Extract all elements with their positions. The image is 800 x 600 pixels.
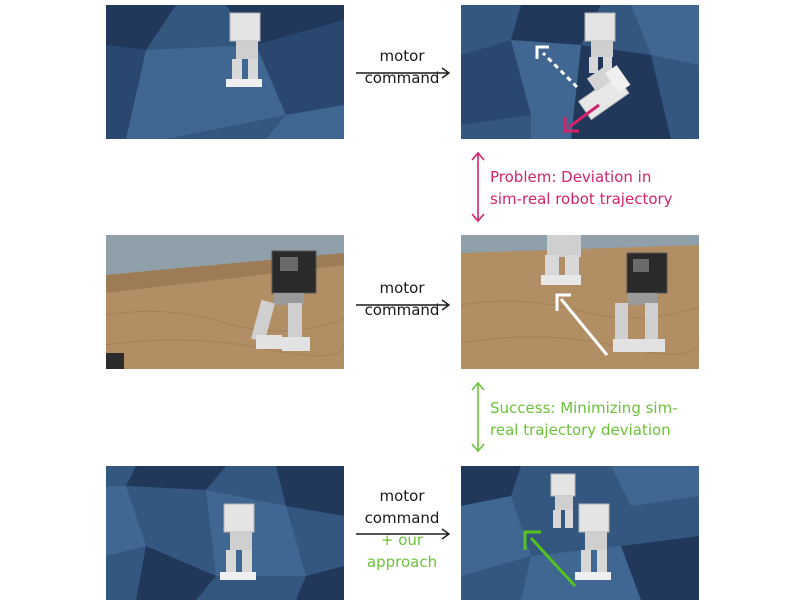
approach-label-line-2: approach [366,553,438,571]
sim-result-panel [461,5,699,139]
problem-note: Problem: Deviation in sim-real robot tra… [490,168,673,208]
command-arrow-2 [356,299,451,311]
command-arrow-3 [356,528,451,540]
sim-approach-result-image [461,466,699,600]
real-trajectory-arrow [555,293,609,356]
fallen-robot-icon [577,65,631,121]
deviation-arrow [563,103,600,133]
sim-approach-start-panel [106,466,344,600]
sim-result-image [461,5,699,139]
real-start-image [106,235,344,369]
approach-label-line-1: + our [380,531,424,549]
robot-icon [541,235,581,285]
real-result-panel [461,235,699,369]
robot-icon [575,503,611,580]
real-result-image [461,235,699,369]
sim-start-image [106,5,344,139]
motor-command-label-3: motor command + our approach [348,485,456,573]
command-arrow-1 [356,67,451,79]
sim-approach-start-image [106,466,344,600]
robot-icon [550,473,576,528]
robot-icon [226,12,262,87]
robot-icon [613,252,668,352]
matched-trajectory-arrow [523,530,577,588]
planned-trajectory-arrow [535,45,579,89]
problem-link-arrow [471,151,485,223]
robot-icon [220,503,256,580]
success-note: Success: Minimizing sim- real trajectory… [490,399,678,439]
real-start-panel [106,235,344,369]
robot-icon [251,250,317,351]
sim-approach-result-panel [461,466,699,600]
sim-start-panel [106,5,344,139]
success-link-arrow [471,381,485,453]
robot-icon [584,12,616,73]
